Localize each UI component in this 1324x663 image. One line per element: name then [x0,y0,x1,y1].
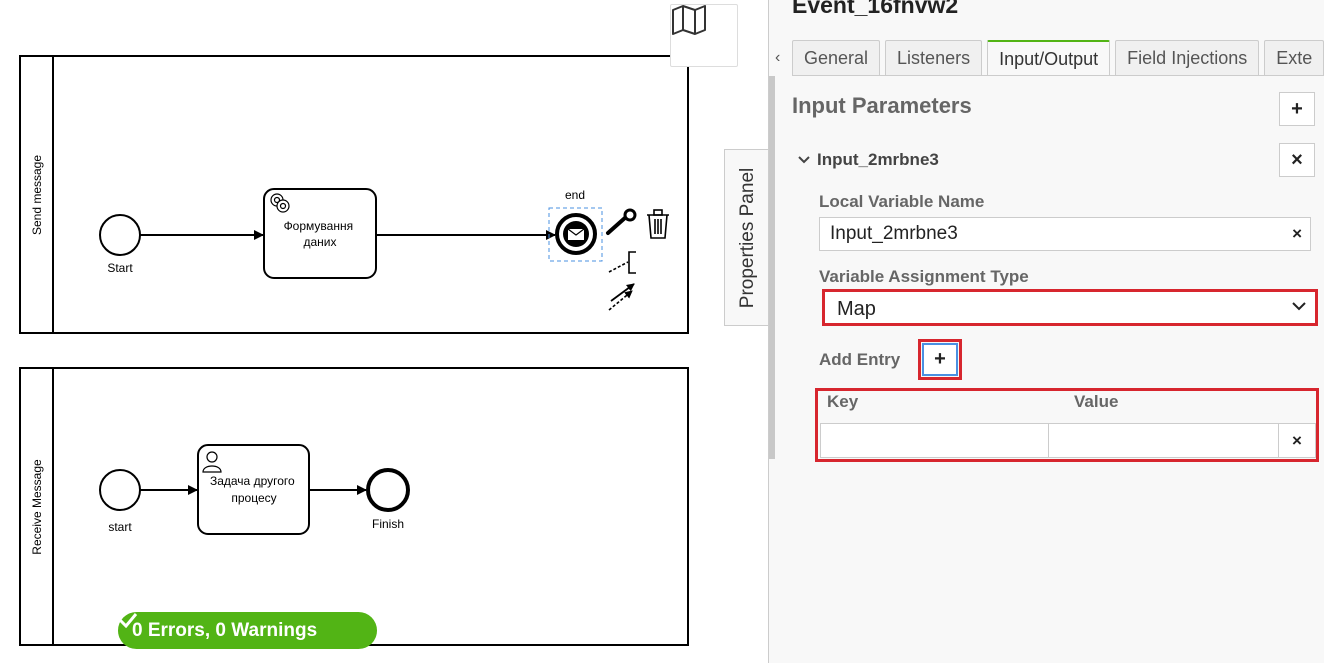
variable-assignment-type-value: Map [837,298,876,320]
bpmn-canvas[interactable]: Send message Receive Message Start Форму… [0,0,770,663]
element-id-title: Event_16fnvw2 [792,0,959,18]
envelope-icon [567,228,585,240]
start-event[interactable] [99,469,141,511]
service-task[interactable]: Формування даних [263,188,377,279]
tab-extensions[interactable]: Exte [1264,40,1324,76]
start-event-label: start [108,520,132,534]
tab-field-injections[interactable]: Field Injections [1115,40,1260,76]
tab-input-output[interactable]: Input/Output [987,40,1111,76]
local-variable-name-label: Local Variable Name [819,192,985,211]
map-entry-row: × [820,423,1316,458]
wrench-icon[interactable] [606,208,637,235]
input-parameters-heading: Input Parameters [792,93,972,118]
pool-label: Receive Message [30,459,44,555]
properties-panel-toggle-label: Properties Panel [736,167,758,308]
end-event-label: Finish [372,517,404,531]
remove-input-parameter-button[interactable]: × [1279,143,1315,177]
key-column-header: Key [827,392,859,411]
chevron-down-icon [1292,302,1306,311]
user-task[interactable]: Задача другого процесу [197,444,310,535]
panel-scrollbar[interactable] [769,76,775,459]
variable-assignment-type-label: Variable Assignment Type [819,267,1029,286]
end-event-label: end [565,188,585,202]
minimap-toggle-button[interactable] [670,4,738,67]
entry-value-input[interactable] [1049,424,1279,457]
clear-local-variable-button[interactable]: × [1292,224,1302,243]
end-event[interactable] [366,468,410,512]
add-input-parameter-button[interactable]: + [1279,92,1315,126]
entry-key-input[interactable] [821,424,1049,457]
input-parameter-name: Input_2mrbne3 [817,150,939,169]
connect-icon[interactable] [608,283,635,311]
variable-assignment-type-select[interactable]: Map [822,289,1318,326]
task-label: Задача другого процесу [210,474,298,505]
input-parameter-header[interactable]: Input_2mrbne3 [797,150,939,170]
local-variable-name-input[interactable] [820,218,1260,250]
diagram-svg[interactable]: Send message Receive Message Start Форму… [0,0,768,663]
linting-status-badge[interactable]: 0 Errors, 0 Warnings [118,612,377,649]
local-variable-name-field: × [819,217,1311,251]
remove-entry-button[interactable]: × [1292,430,1302,450]
text-annotation-icon[interactable] [608,251,636,274]
value-column-header: Value [1074,392,1119,411]
tabs-divider [792,75,1324,76]
add-entry-label: Add Entry [819,350,901,369]
linting-status-text: 0 Errors, 0 Warnings [132,619,318,641]
user-icon [202,451,222,473]
tabs-scroll-left-icon[interactable]: ‹ [775,49,781,66]
map-icon [672,5,706,35]
trash-icon[interactable] [647,209,669,239]
message-end-event[interactable] [548,207,603,262]
add-entry-highlight [918,339,962,380]
gear-icon [270,193,290,213]
start-event-label: Start [107,261,133,275]
pool-label: Send message [30,155,44,235]
chevron-down-icon [798,156,810,164]
add-entry-button[interactable]: + [922,343,958,376]
tab-general[interactable]: General [792,40,881,76]
tab-listeners[interactable]: Listeners [885,40,983,76]
start-event[interactable] [99,214,141,256]
task-label: Формування даних [284,219,357,249]
checkmark-icon [118,613,138,628]
map-entries-highlight [815,388,1319,462]
properties-panel-toggle[interactable]: Properties Panel [724,149,770,326]
